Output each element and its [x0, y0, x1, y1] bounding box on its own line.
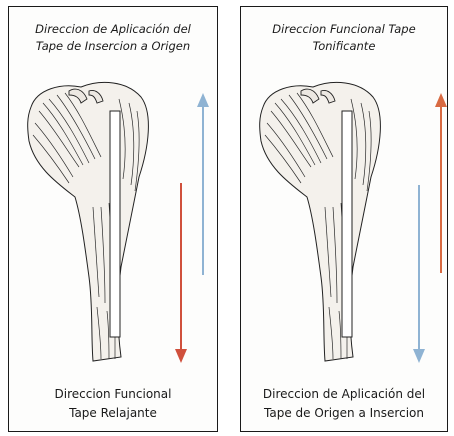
right-down-arrow [413, 185, 425, 363]
left-panel: Direccion de Aplicación del Tape de Inse… [8, 6, 218, 432]
right-panel: Direccion Funcional Tape Tonificante [240, 6, 448, 432]
right-arm-illustration [241, 7, 449, 433]
left-tape-strip [110, 111, 120, 337]
right-bottom-caption: Direccion de Aplicación del Tape de Orig… [241, 385, 447, 423]
left-arm-muscles [28, 82, 149, 361]
right-up-arrow [435, 93, 447, 273]
right-tape-strip [342, 111, 352, 337]
left-up-arrow [197, 93, 209, 275]
left-bottom-caption: Direccion Funcional Tape Relajante [9, 385, 217, 423]
left-bottom-caption-line-2: Tape Relajante [9, 404, 217, 423]
right-arm-muscles [260, 82, 381, 361]
right-bottom-caption-line-1: Direccion de Aplicación del [241, 385, 447, 404]
right-bottom-caption-line-2: Tape de Origen a Insercion [241, 404, 447, 423]
left-bottom-caption-line-1: Direccion Funcional [9, 385, 217, 404]
left-down-arrow [175, 183, 187, 363]
left-arm-illustration [9, 7, 219, 433]
